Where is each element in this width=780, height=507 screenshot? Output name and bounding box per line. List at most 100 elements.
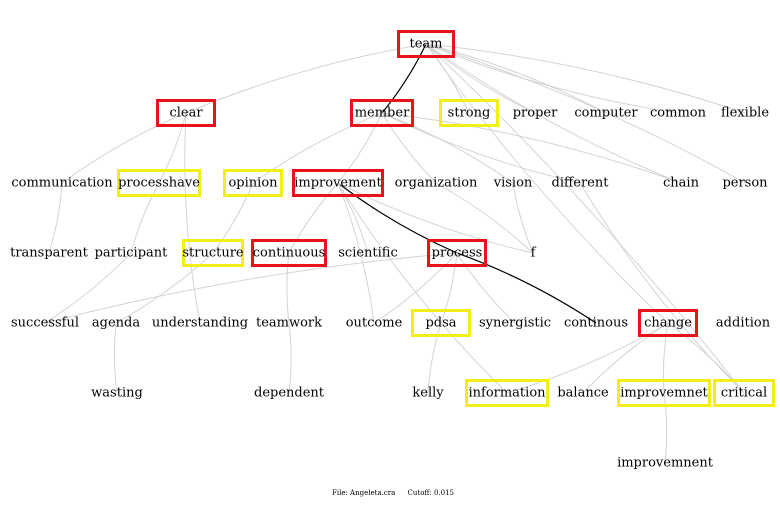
node-box-opinion <box>223 169 283 197</box>
node-label-addition: addition <box>715 315 771 331</box>
edge-vision-f <box>512 182 534 254</box>
node-label-improvement: improvement <box>294 175 382 191</box>
node-label-continuous: continuous <box>252 245 326 261</box>
edge-communication-transparent <box>48 182 63 254</box>
edge-teamwork-dependent <box>288 322 292 394</box>
edge-process-synergistic <box>456 252 516 324</box>
node-box-information <box>465 379 549 407</box>
edge-different-critical <box>579 182 745 394</box>
edge-agenda-wasting <box>113 322 118 394</box>
node-box-change <box>638 309 698 337</box>
node-label-member: member <box>354 105 410 121</box>
node-label-different: different <box>551 175 609 191</box>
node-box-improvement <box>292 169 384 197</box>
node-label-strong: strong <box>447 105 491 121</box>
node-label-communication: communication <box>11 175 113 191</box>
edge-member-improvement <box>337 112 383 184</box>
node-label-person: person <box>722 175 768 191</box>
edge-improvement-outcome <box>337 182 375 324</box>
edge-process-successful <box>44 252 458 324</box>
edge-participant-successful <box>44 252 132 324</box>
node-box-process <box>427 239 487 267</box>
node-label-successful: successful <box>11 315 79 331</box>
node-box-critical <box>713 379 775 407</box>
node-label-opinion: opinion <box>228 175 278 191</box>
edge-team-person <box>425 43 746 184</box>
edge-team-common <box>425 43 679 114</box>
edge-change-information <box>506 322 669 394</box>
node-label-continous: continous <box>563 315 629 331</box>
edge-team-chain <box>425 43 682 184</box>
edge-improvement-process <box>337 182 458 254</box>
edge-team-flexible <box>425 43 746 114</box>
node-label-wasting: wasting <box>91 385 143 401</box>
edge-opinion-structure <box>212 182 254 254</box>
node-label-pdsa: pdsa <box>425 315 457 331</box>
node-box-strong <box>439 99 499 127</box>
node-box-processhave <box>117 169 201 197</box>
edge-clear-processhave <box>158 112 187 184</box>
node-box-pdsa <box>411 309 471 337</box>
node-label-clear: clear <box>169 105 203 121</box>
edge-process-outcome <box>373 252 458 324</box>
node-label-information: information <box>468 385 546 401</box>
edge-pdsa-kelly <box>427 322 442 394</box>
edge-organization-f <box>435 182 534 254</box>
node-label-improvemnet: improvemnet <box>620 385 708 401</box>
edge-team-critical <box>425 43 745 394</box>
node-label-improvemnent: improvemnent <box>617 455 713 471</box>
node-label-vision: vision <box>493 175 533 191</box>
edge-member-vision <box>381 112 514 184</box>
edge-structure-agenda <box>115 252 214 324</box>
edge-member-chain <box>381 112 682 184</box>
node-label-agenda: agenda <box>91 315 141 331</box>
edge-process-continous <box>456 252 597 324</box>
edge-process-pdsa <box>440 252 458 324</box>
node-label-organization: organization <box>394 175 478 191</box>
edge-change-improvemnet <box>662 322 669 394</box>
node-box-team <box>397 30 455 58</box>
node-label-understanding: understanding <box>151 315 249 331</box>
node-label-processhave: processhave <box>118 175 200 191</box>
edge-team-member <box>381 43 427 114</box>
node-label-change: change <box>644 315 692 331</box>
node-label-chain: chain <box>663 175 699 191</box>
edge-member-organization <box>381 112 437 184</box>
node-label-teamwork: teamwork <box>255 315 323 331</box>
edge-change-balance <box>582 322 669 394</box>
edge-team-change <box>425 43 669 324</box>
footer-file: File: Angeleta.cra <box>332 489 396 497</box>
node-label-process: process <box>431 245 483 261</box>
node-label-dependent: dependent <box>253 385 325 401</box>
node-box-improvemnet <box>617 379 711 407</box>
node-label-synergistic: synergistic <box>478 315 552 331</box>
node-label-balance: balance <box>557 385 609 401</box>
node-label-common: common <box>650 105 706 121</box>
node-box-clear <box>156 99 216 127</box>
node-label-outcome: outcome <box>345 315 403 331</box>
footer-cutoff: Cutoff: 0.015 <box>407 489 455 497</box>
edge-team-computer <box>425 43 607 114</box>
node-label-structure: structure <box>182 245 244 261</box>
node-box-continuous <box>251 239 327 267</box>
edge-member-opinion <box>252 112 383 184</box>
edge-clear-communication <box>61 112 187 184</box>
node-label-team: team <box>409 36 443 52</box>
node-box-structure <box>182 239 244 267</box>
node-label-participant: participant <box>94 245 168 261</box>
node-label-transparent: transparent <box>10 245 88 261</box>
edge-clear-understanding <box>184 112 201 324</box>
edge-improvement-continuous <box>288 182 339 254</box>
node-label-flexible: flexible <box>720 105 770 121</box>
node-box-member <box>350 99 414 127</box>
edge-continuous-teamwork <box>286 252 290 324</box>
node-label-kelly: kelly <box>412 385 444 401</box>
node-label-proper: proper <box>512 105 558 121</box>
node-label-scientific: scientific <box>338 245 398 261</box>
edge-improvemnet-improvemnent <box>663 392 668 464</box>
edge-improvement-information <box>337 182 508 394</box>
node-label-critical: critical <box>720 385 768 401</box>
node-label-computer: computer <box>574 105 638 121</box>
